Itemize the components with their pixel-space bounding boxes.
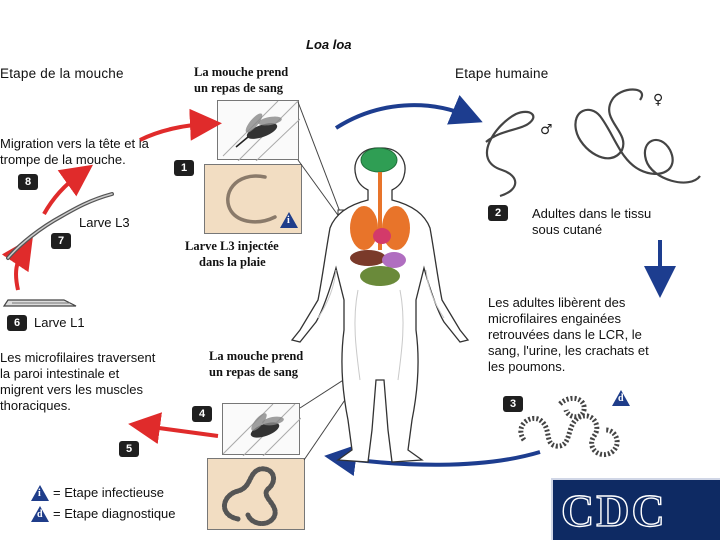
step-badge-3: 3 bbox=[503, 396, 523, 412]
stage-label-human: Etape humaine bbox=[455, 66, 549, 81]
step-badge-7: 7 bbox=[51, 233, 71, 249]
arrow-fly-bite bbox=[139, 108, 222, 142]
brain bbox=[360, 147, 398, 173]
legend-diagnostic-label: = Etape diagnostique bbox=[53, 506, 176, 521]
arrow-to-human bbox=[334, 95, 483, 130]
microfilaria-icon bbox=[222, 466, 278, 526]
label-larva-l3: Larve L3 bbox=[79, 215, 130, 230]
legend-diagnostic-icon: d bbox=[30, 505, 50, 523]
male-symbol: ♂ bbox=[540, 122, 553, 138]
microfilariae bbox=[518, 413, 620, 458]
human-figure bbox=[290, 147, 470, 463]
diagram-title: Loa loa bbox=[306, 37, 352, 52]
arrow-l3-migrate bbox=[42, 164, 94, 215]
arrow-l1-to-l3 bbox=[1, 236, 33, 291]
legend-infective-label: = Etape infectieuse bbox=[53, 485, 164, 500]
adult-worms bbox=[485, 88, 701, 198]
step-badge-5: 5 bbox=[119, 441, 139, 457]
legend-infective-icon: i bbox=[30, 484, 50, 502]
fly-icon bbox=[222, 100, 301, 162]
panel-fly-bottom bbox=[222, 403, 302, 457]
panel-microfilariae bbox=[207, 458, 305, 530]
fly-icon bbox=[222, 403, 302, 457]
label-larva-l1: Larve L1 bbox=[34, 315, 85, 330]
larva-l3 bbox=[6, 192, 114, 260]
step-badge-8: 8 bbox=[18, 174, 38, 190]
arrow-to-fly bbox=[324, 444, 541, 476]
panel-larva-injected: i bbox=[204, 164, 302, 234]
female-symbol: ♀ bbox=[653, 92, 663, 108]
step-badge-4: 4 bbox=[192, 406, 212, 422]
infective-stage-icon: i bbox=[279, 211, 299, 229]
step-badge-1: 1 bbox=[174, 160, 194, 176]
arrow-fly-ingest bbox=[128, 412, 219, 444]
stage-label-fly: Etape de la mouche bbox=[0, 66, 124, 81]
step-badge-2: 2 bbox=[488, 205, 508, 221]
step-badge-6: 6 bbox=[7, 315, 27, 331]
cdc-logo: CDC bbox=[551, 478, 720, 540]
diagnostic-stage-icon: d bbox=[611, 389, 631, 407]
larva-curve-icon bbox=[226, 174, 277, 224]
